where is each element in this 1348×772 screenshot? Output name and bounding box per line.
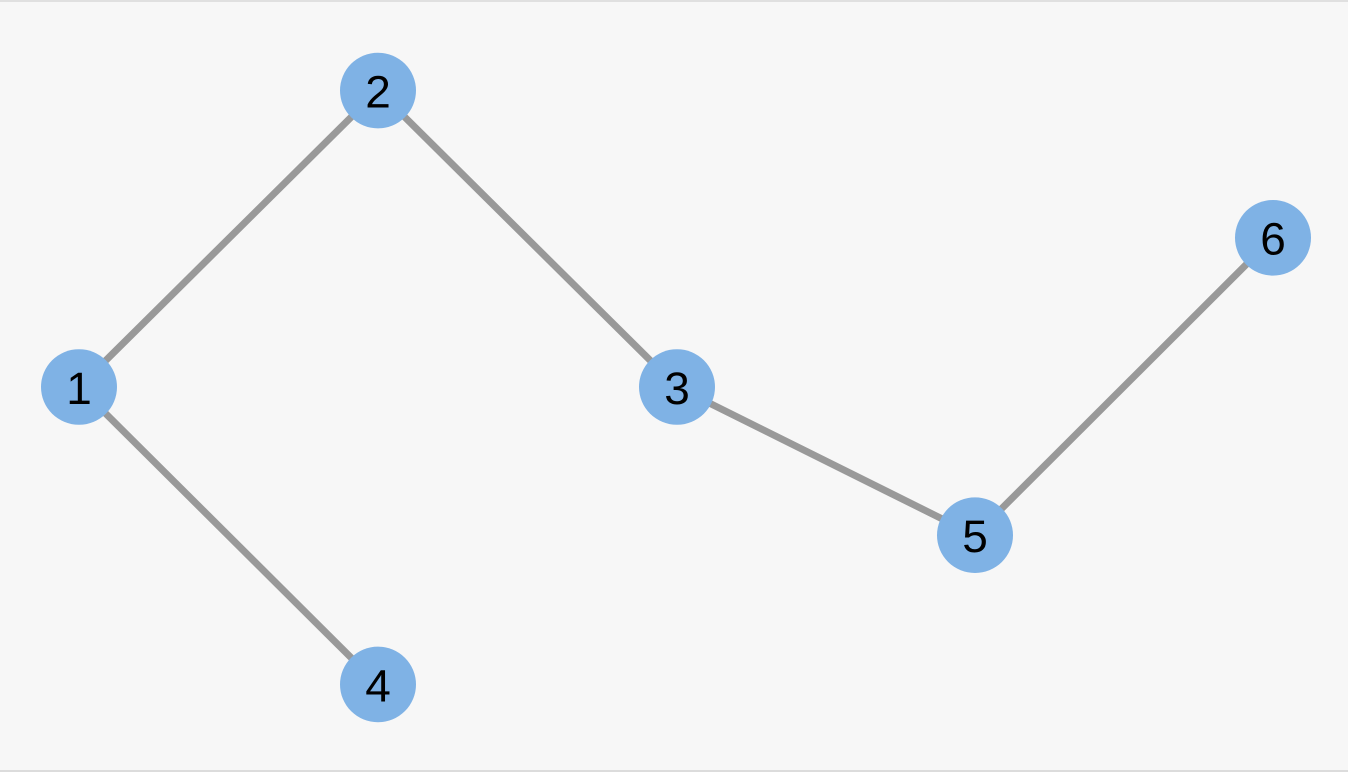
graph-node-label-5: 5 <box>962 510 988 562</box>
graph-edge-1-2 <box>76 88 381 390</box>
graph-edge-2-3 <box>375 88 680 390</box>
graph-node-label-2: 2 <box>365 66 391 118</box>
graph-edge-5-6 <box>972 235 1276 538</box>
graph-node-circle-2[interactable] <box>340 52 416 129</box>
graph-node-label-1: 1 <box>66 362 92 414</box>
graph-node-label-3: 3 <box>664 362 690 414</box>
graph-node-3[interactable]: 3 <box>639 349 715 425</box>
graph-node-circle-3[interactable] <box>639 349 715 425</box>
graph-node-2[interactable]: 2 <box>340 52 416 129</box>
graph-edge-3-5 <box>675 383 977 539</box>
graph-node-circle-6[interactable] <box>1235 199 1311 276</box>
graph-node-4[interactable]: 4 <box>340 646 416 723</box>
graph-node-circle-5[interactable] <box>937 497 1013 574</box>
graph-edge-1-4 <box>76 384 381 687</box>
graph-node-circle-4[interactable] <box>340 646 416 723</box>
graph-node-5[interactable]: 5 <box>937 497 1013 574</box>
graph-node-label-6: 6 <box>1260 213 1286 265</box>
graph-node-circle-1[interactable] <box>41 349 117 425</box>
graph-node-6[interactable]: 6 <box>1235 199 1311 276</box>
edge-layer <box>76 88 1276 687</box>
node-layer: 1 2 3 4 5 6 <box>41 52 1311 723</box>
graph-node-label-4: 4 <box>365 660 391 712</box>
graph-node-1[interactable]: 1 <box>41 349 117 425</box>
